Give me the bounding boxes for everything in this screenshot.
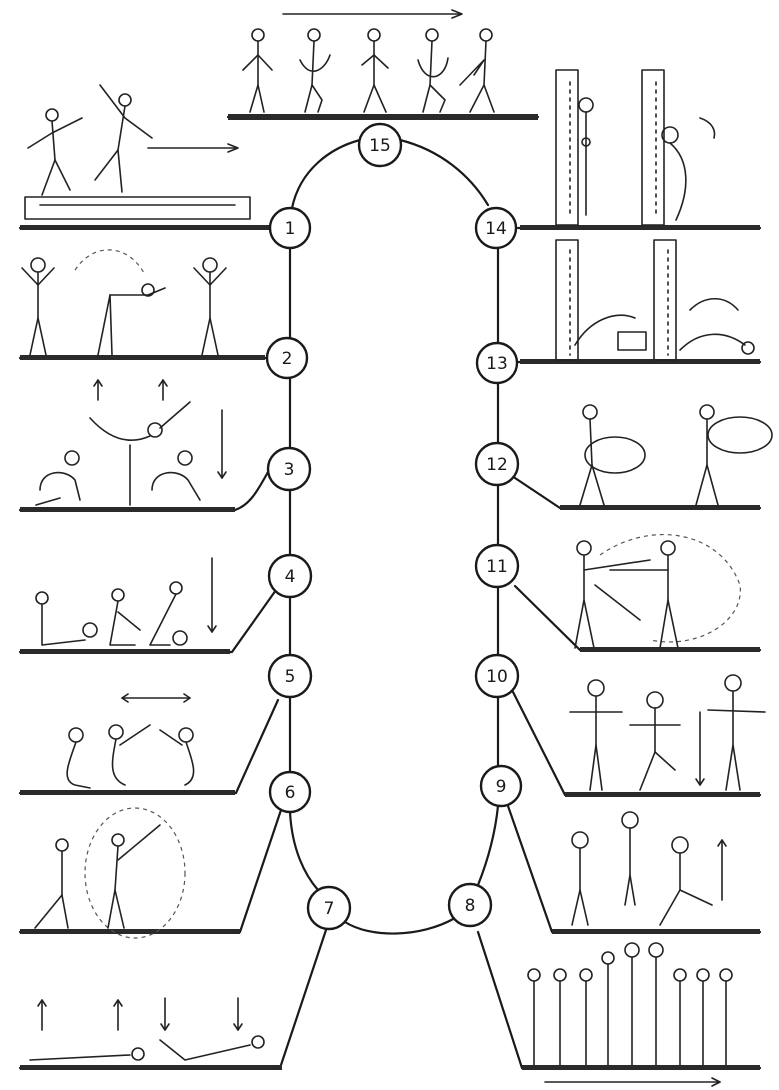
exercise-12-illustration bbox=[580, 405, 772, 505]
station-label: 7 bbox=[324, 899, 335, 919]
exercise-1-illustration bbox=[25, 85, 250, 219]
station-2: 2 bbox=[267, 338, 307, 378]
exercise-15-illustration bbox=[243, 10, 494, 112]
exercise-5-illustration bbox=[67, 694, 193, 788]
station-label: 14 bbox=[485, 219, 507, 239]
station-13: 13 bbox=[477, 343, 517, 383]
exercise-4-illustration bbox=[36, 558, 216, 645]
station-label: 2 bbox=[282, 349, 293, 369]
station-label: 5 bbox=[285, 667, 296, 687]
station-10: 10 bbox=[476, 655, 518, 697]
station-3: 3 bbox=[268, 448, 310, 490]
station-label: 9 bbox=[496, 777, 507, 797]
station-7: 7 bbox=[308, 887, 350, 929]
station-label: 4 bbox=[285, 567, 296, 587]
exercise-6-illustration bbox=[35, 808, 185, 938]
station-label: 12 bbox=[486, 455, 508, 475]
station-label: 1 bbox=[285, 219, 296, 239]
exercise-7-illustration bbox=[30, 998, 264, 1060]
exercise-9-illustration bbox=[572, 812, 726, 925]
station-label: 13 bbox=[486, 354, 508, 374]
station-15: 15 bbox=[359, 124, 401, 166]
exercise-11-illustration bbox=[575, 535, 740, 648]
station-9: 9 bbox=[481, 766, 521, 806]
exercise-8-illustration bbox=[528, 943, 732, 1086]
station-4: 4 bbox=[269, 555, 311, 597]
station-11: 11 bbox=[476, 545, 518, 587]
station-label: 11 bbox=[486, 557, 508, 577]
station-label: 10 bbox=[486, 667, 508, 687]
station-label: 15 bbox=[369, 136, 391, 156]
exercise-2-illustration bbox=[22, 250, 226, 355]
station-8: 8 bbox=[449, 884, 491, 926]
floor-connectors bbox=[20, 117, 760, 1068]
station-nodes: 15 1 14 2 13 3 12 4 11 5 10 6 9 7 8 bbox=[267, 124, 521, 929]
circuit-path bbox=[290, 140, 498, 934]
station-6: 6 bbox=[270, 772, 310, 812]
station-12: 12 bbox=[476, 443, 518, 485]
exercise-3-illustration bbox=[36, 380, 226, 505]
station-1: 1 bbox=[270, 208, 310, 248]
station-label: 3 bbox=[284, 460, 295, 480]
station-label: 8 bbox=[465, 896, 476, 916]
station-5: 5 bbox=[269, 655, 311, 697]
exercise-14-illustration bbox=[556, 70, 714, 225]
exercise-13-illustration bbox=[556, 240, 754, 360]
station-14: 14 bbox=[476, 208, 516, 248]
exercise-10-illustration bbox=[570, 675, 765, 790]
station-label: 6 bbox=[285, 783, 296, 803]
